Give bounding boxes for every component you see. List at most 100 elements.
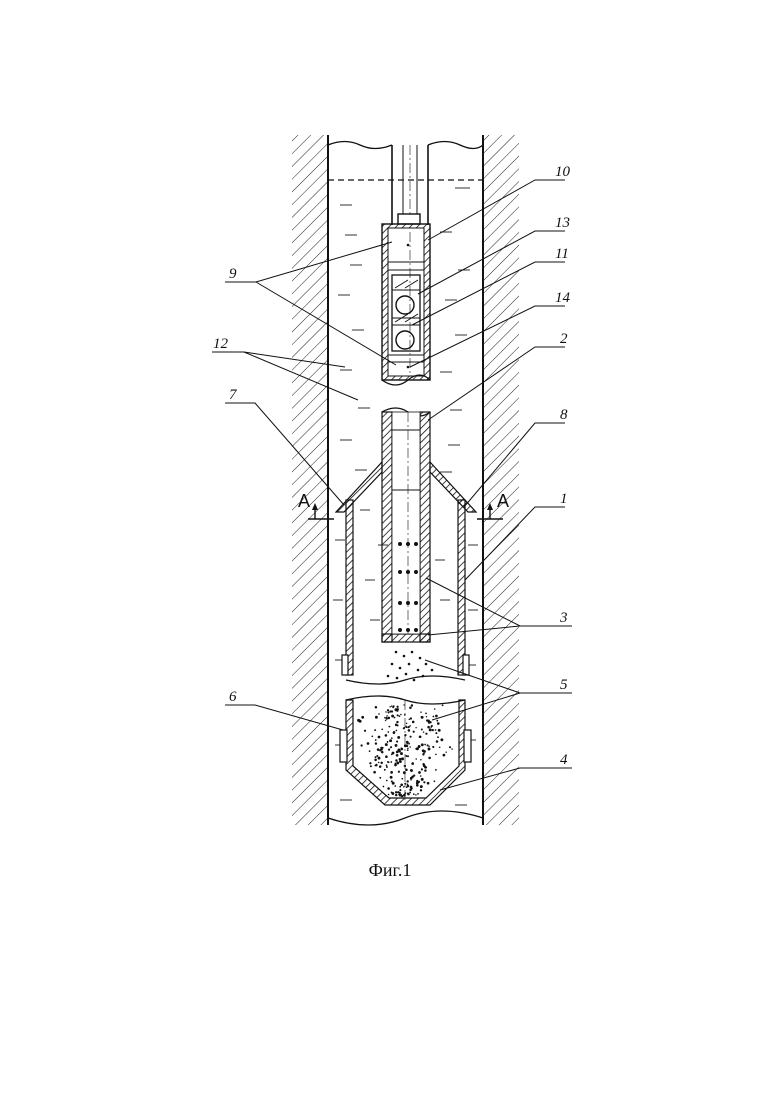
sand-particle — [375, 706, 378, 709]
sand-particle — [405, 755, 407, 757]
sand-particle — [381, 728, 383, 730]
sand-particle — [437, 736, 439, 738]
sand-particle — [409, 706, 412, 709]
sand-particle — [420, 789, 422, 791]
lower-tube — [382, 408, 430, 642]
sand-particle — [386, 764, 388, 766]
sand-particle — [445, 751, 446, 752]
sand-particle — [395, 794, 397, 796]
sand-particle — [388, 717, 391, 720]
label-1: 1 — [560, 491, 568, 507]
sand-particle — [375, 742, 377, 744]
borehole-break-top-right — [428, 142, 483, 149]
sand-particle — [427, 744, 429, 746]
sand-particle — [415, 727, 416, 728]
sand-particle — [381, 751, 384, 754]
sand-particle — [442, 704, 444, 706]
sand-particle — [409, 725, 411, 727]
sand-particle — [432, 716, 434, 718]
label-12: 12 — [213, 336, 229, 352]
sand-particle — [420, 711, 422, 713]
sand-particle — [425, 713, 427, 715]
sand-particle — [388, 712, 390, 714]
sand-particle — [390, 761, 392, 763]
sand-particle — [388, 726, 390, 728]
sand-particle — [380, 762, 382, 764]
label-14: 14 — [555, 290, 571, 306]
sand-particle — [395, 744, 398, 747]
sand-particle — [369, 762, 371, 764]
sand-particle — [378, 757, 381, 760]
label-5: 5 — [560, 677, 568, 693]
sand-particle — [391, 737, 393, 739]
sand-particle — [399, 786, 401, 788]
sand-particle — [386, 780, 388, 782]
sand-particle — [375, 764, 377, 766]
sand-particle — [419, 735, 422, 738]
sand-particle — [407, 726, 409, 728]
sand-particle — [413, 774, 415, 776]
sand-particle — [404, 734, 406, 736]
sand-particle — [407, 785, 410, 788]
sand-particle — [434, 708, 436, 710]
sand-particle — [378, 736, 381, 739]
sand-particle — [385, 743, 388, 746]
sand-particle — [388, 761, 390, 763]
sand-particle — [411, 704, 413, 706]
sand-particle — [404, 783, 406, 785]
sand-particle — [357, 719, 360, 722]
sand-particle — [405, 726, 406, 727]
sand-particle — [405, 768, 408, 771]
sand-particle — [397, 791, 399, 793]
sand-particle — [432, 746, 434, 748]
sand-particle — [390, 771, 393, 774]
sand-particle — [421, 729, 423, 731]
sand-particle — [369, 750, 371, 752]
sand-particle — [420, 759, 422, 761]
sand-particle — [407, 748, 409, 750]
sand-particle — [397, 736, 400, 739]
sand-particle — [397, 725, 399, 727]
sand-particle — [391, 710, 393, 712]
sand-particle — [429, 721, 431, 723]
sand-particle — [384, 769, 386, 771]
sand-particle — [384, 717, 386, 719]
sand-particle — [406, 744, 409, 747]
sand-particle — [394, 717, 396, 719]
sand-particle — [394, 764, 397, 767]
sand-particle — [396, 730, 398, 732]
sand-particle — [403, 704, 404, 705]
sand-particle — [439, 747, 441, 749]
sand-particle — [385, 711, 386, 712]
sand-particle — [388, 794, 390, 796]
sand-particle — [400, 794, 402, 796]
sand-collector — [340, 696, 471, 805]
sand-particle — [415, 794, 417, 796]
sand-particle — [415, 758, 417, 760]
figure-caption: Фиг.1 — [0, 860, 780, 881]
sand-particle — [417, 793, 419, 795]
lower-valve-ball — [396, 331, 414, 349]
sand-particle — [377, 748, 380, 751]
sand-particle — [392, 752, 395, 755]
sand-particle — [422, 763, 424, 765]
sand-particle — [400, 747, 402, 749]
sand-particle — [406, 723, 407, 724]
sand-particle — [451, 748, 453, 750]
sand-particle — [399, 758, 402, 761]
sand-particle — [435, 715, 438, 718]
sand-particle — [387, 731, 389, 733]
sand-particle — [424, 744, 426, 746]
label-11: 11 — [555, 246, 569, 262]
sand-particle — [410, 769, 413, 772]
tubing-string — [392, 145, 428, 225]
sand-particle — [428, 748, 431, 751]
sand-particle — [436, 740, 439, 743]
sand-particle — [386, 718, 388, 720]
sand-particle — [410, 736, 412, 738]
sand-particle — [403, 771, 406, 774]
label-8: 8 — [560, 407, 568, 423]
sand-particle — [403, 786, 405, 788]
sand-particle — [391, 705, 392, 706]
